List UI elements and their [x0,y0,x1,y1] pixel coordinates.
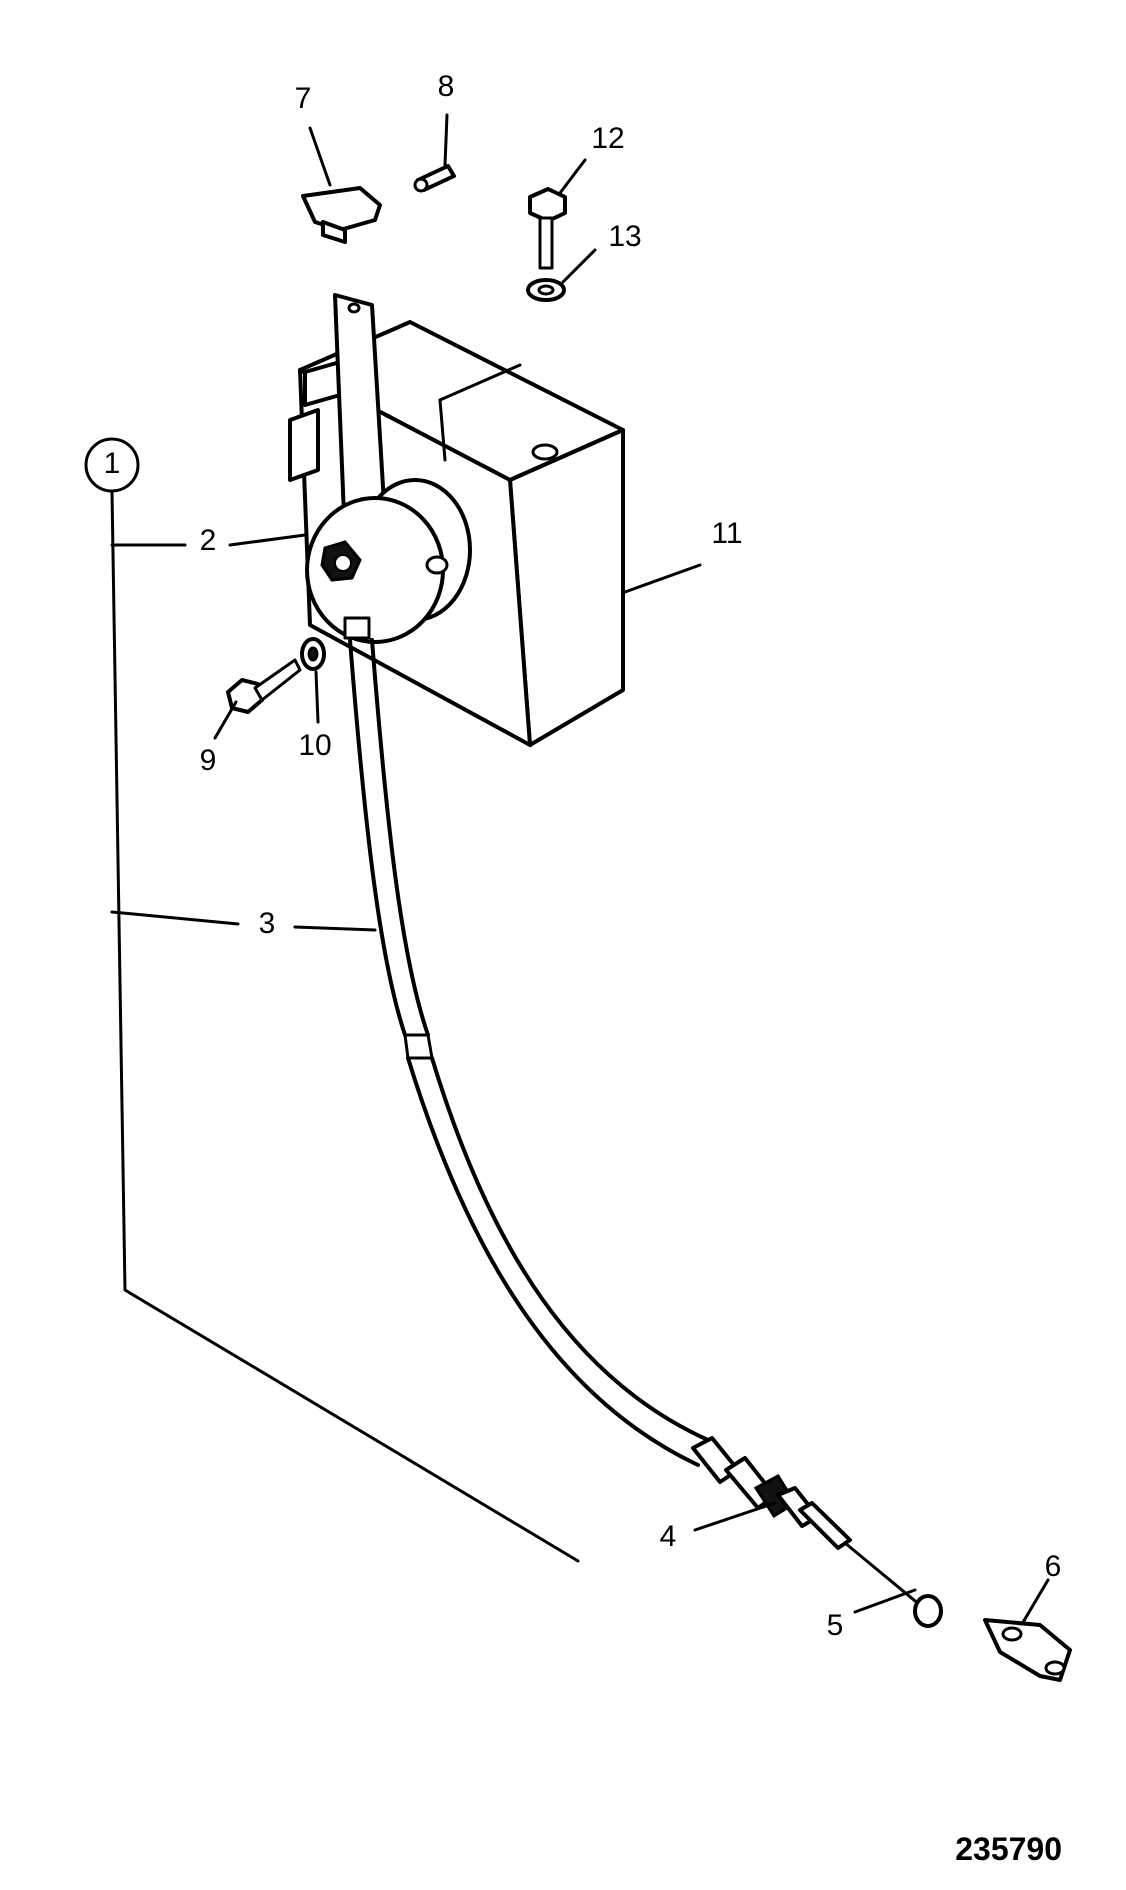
callout-7: 7 [295,82,312,115]
lever-assembly [305,293,472,644]
callout-11: 11 [711,517,742,550]
knob-cap [301,186,382,244]
leader-2b [228,533,307,547]
figure-id: 235790 [955,1831,1062,1867]
leader-4 [693,1501,777,1532]
callout-6: 6 [1045,1550,1062,1583]
leader-7 [308,126,332,187]
leader-5 [853,1588,917,1614]
callout-8: 8 [438,70,455,103]
callout-1: 1 [104,447,121,480]
bolt-9 [226,658,302,714]
callout-4: 4 [660,1520,677,1553]
control-cable [348,638,710,1467]
assembly-bracket-line [110,490,580,1563]
bolt-12 [528,187,567,270]
callout-5: 5 [827,1609,844,1642]
callout-circle-1 [84,437,140,493]
callout-2: 2 [200,524,217,557]
washer-13 [526,278,566,302]
leader-13 [561,248,597,284]
cable-end-ball [913,1594,943,1628]
leader-3b [293,925,377,932]
leader-11 [623,563,702,594]
leader-3a [110,910,240,926]
leader-10 [314,670,320,724]
leader-8 [443,113,449,167]
leader-6 [1020,1578,1050,1626]
callout-10: 10 [298,729,331,762]
callout-13: 13 [608,220,641,253]
callout-12: 12 [591,122,624,155]
pin [413,164,456,193]
callout-9: 9 [200,744,217,777]
side-bracket [288,360,342,482]
link-plate [983,1618,1072,1682]
washer-10 [300,637,326,671]
callout-3: 3 [259,907,276,940]
leader-9 [213,700,238,740]
leader-12 [558,158,587,195]
cable-end-fitting [691,1436,922,1607]
